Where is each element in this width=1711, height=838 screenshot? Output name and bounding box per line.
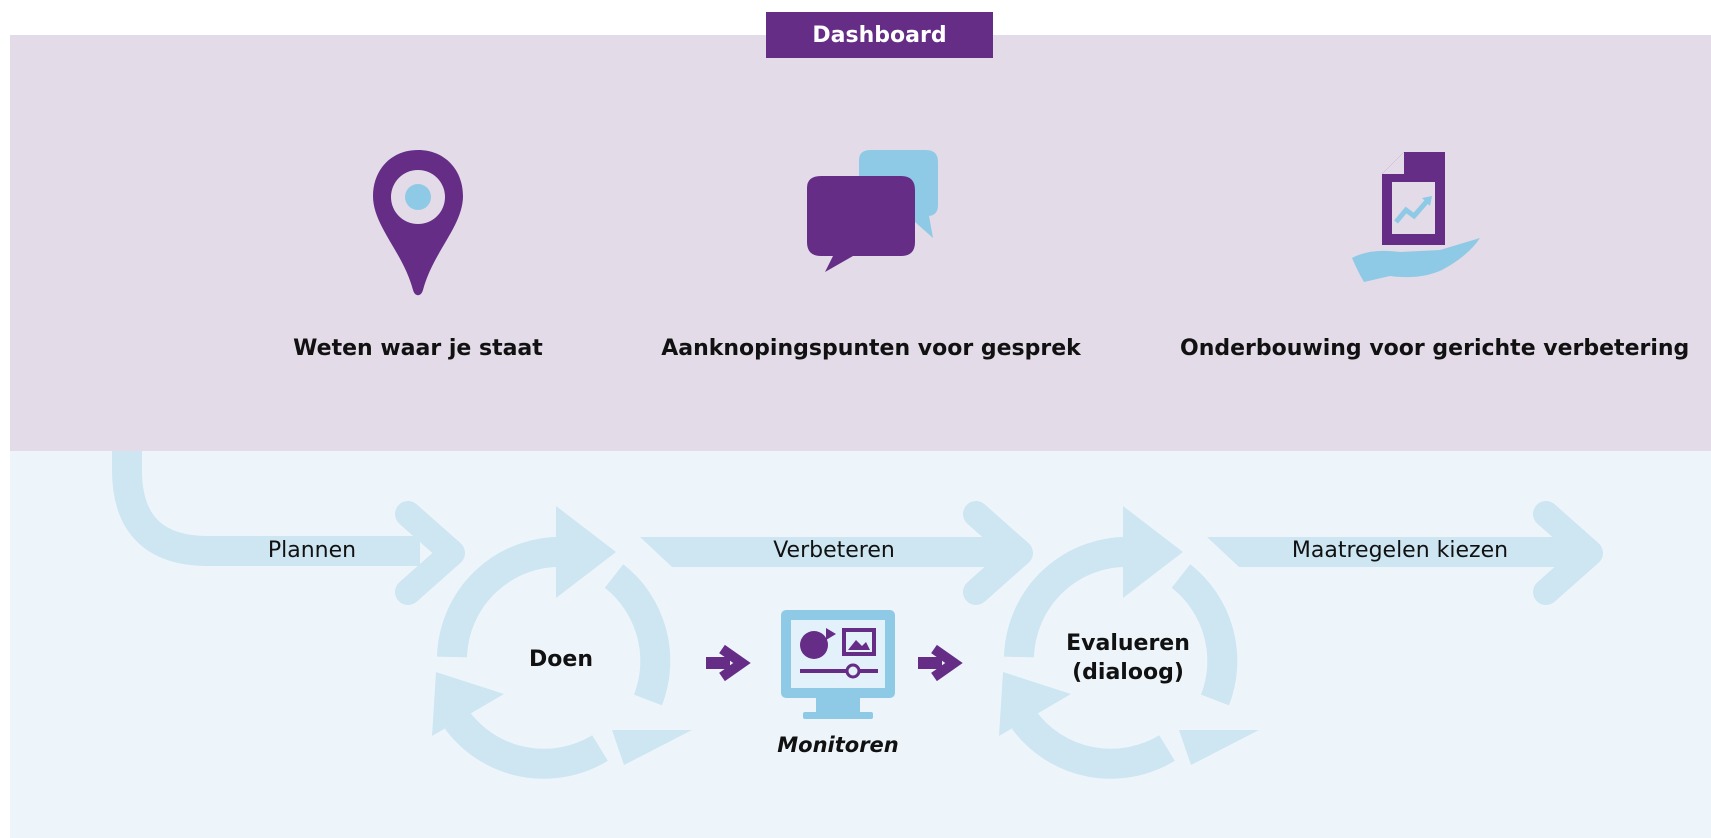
benefit-substantiation: Onderbouwing voor gerichte verbetering <box>1180 140 1690 380</box>
arrow-from-monitor-icon <box>918 644 963 682</box>
report-in-hand-icon <box>1352 152 1480 282</box>
cycle-label-evaluate-line1: Evalueren <box>1066 631 1190 656</box>
benefit-conversation-points: Aanknopingspunten voor gesprek <box>641 140 1101 380</box>
plan-arrow <box>112 451 420 566</box>
cycle-label-evaluate: Evalueren (dialoog) <box>1048 629 1208 687</box>
monitor-icon <box>781 610 895 719</box>
evaluate-cycle-icon <box>1004 536 1238 779</box>
benefit-label: Aanknopingspunten voor gesprek <box>661 336 1081 361</box>
dashboard-tab: Dashboard <box>766 12 993 58</box>
benefit-label: Onderbouwing voor gerichte verbetering <box>1180 336 1690 361</box>
improve-arrow <box>640 537 1000 567</box>
choose-measures-arrow <box>1207 537 1570 567</box>
arrow-to-monitor-icon <box>706 644 751 682</box>
step-label-choose-measures: Maatregelen kiezen <box>1291 538 1509 563</box>
speech-bubbles-icon <box>807 150 938 272</box>
cycle-label-do: Doen <box>529 647 593 672</box>
step-label-improve: Verbeteren <box>773 538 895 563</box>
choose-measures-arrowhead <box>1533 501 1603 605</box>
plan-arrowhead <box>395 501 465 605</box>
do-cycle-icon <box>437 536 671 779</box>
benefit-know-where-you-stand: Weten waar je staat <box>188 140 648 380</box>
monitor-label: Monitoren <box>777 733 899 757</box>
location-pin-icon <box>373 150 463 296</box>
benefit-label: Weten waar je staat <box>293 336 543 361</box>
improve-arrowhead <box>963 501 1033 605</box>
cycle-label-evaluate-line2: (dialoog) <box>1072 660 1184 685</box>
step-label-plan: Plannen <box>267 538 357 563</box>
